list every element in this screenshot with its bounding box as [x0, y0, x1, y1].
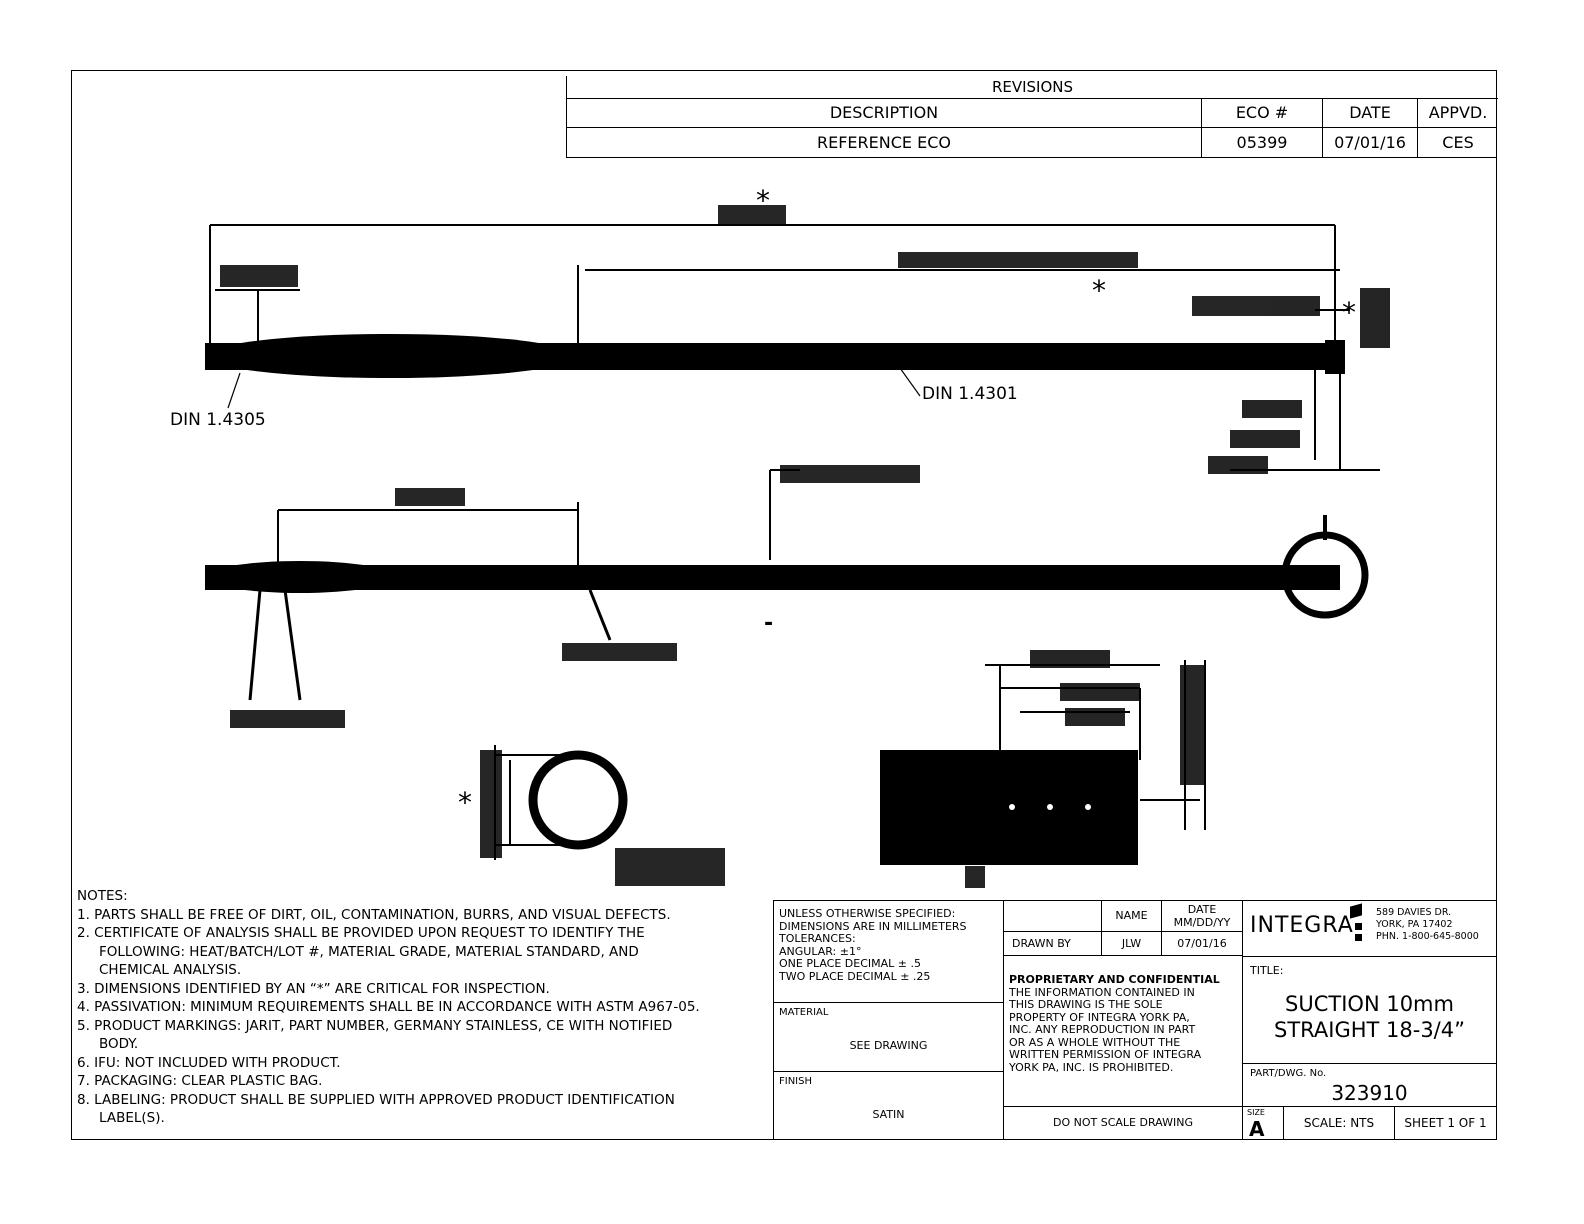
- tolerance-line: DIMENSIONS ARE IN MILLIMETERS: [779, 919, 967, 933]
- drawn-grid-blank: [1003, 900, 1102, 932]
- name-header-cell: NAME: [1101, 900, 1162, 932]
- rev-appvd: CES: [1442, 133, 1474, 152]
- company-cell: INTEGRA 589 DAVIES DR. YORK, PA 17402 PH…: [1242, 900, 1497, 957]
- title-label: TITLE:: [1250, 964, 1284, 977]
- rev-eco: 05399: [1202, 128, 1323, 157]
- material-label: MATERIAL: [779, 1007, 829, 1018]
- logo-dot-icon: [1355, 923, 1362, 930]
- finish-cell: FINISH SATIN: [773, 1071, 1004, 1140]
- date-format: MM/DD/YY: [1173, 915, 1231, 929]
- material-label-din-1-4305: DIN 1.4305: [170, 410, 266, 430]
- proprietary-line: THIS DRAWING IS THE SOLE: [1009, 998, 1163, 1011]
- size-cell: SIZE A: [1242, 1106, 1284, 1141]
- notes-heading: NOTES:: [77, 888, 128, 904]
- size-value: A: [1249, 1117, 1265, 1141]
- date-header-cell: DATE MM/DD/YY: [1161, 900, 1243, 932]
- logo-dot-icon: [1355, 934, 1362, 941]
- rev-header-date: DATE: [1323, 98, 1418, 127]
- proprietary-cell: PROPRIETARY AND CONFIDENTIAL THE INFORMA…: [1003, 955, 1243, 1107]
- revisions-title: REVISIONS: [566, 76, 1498, 99]
- title-cell: TITLE: SUCTION 10mm STRAIGHT 18-3/4”: [1242, 956, 1497, 1064]
- tolerance-line: ONE PLACE DECIMAL ± .5: [779, 957, 922, 970]
- notes-block: NOTES: 1. PARTS SHALL BE FREE OF DIRT, O…: [77, 887, 777, 1128]
- sheet-cell: SHEET 1 OF 1: [1394, 1106, 1497, 1140]
- critical-mark-1: *: [756, 184, 770, 217]
- proprietary-line: PROPERTY OF INTEGRA YORK PA,: [1009, 1010, 1190, 1024]
- drawn-by-name: JLW: [1121, 937, 1142, 950]
- critical-mark-3: *: [1342, 296, 1356, 329]
- note-line: LABEL(S).: [99, 1110, 165, 1126]
- drawn-by-date: 07/01/16: [1177, 937, 1227, 950]
- material-value: SEE DRAWING: [849, 1039, 928, 1052]
- part-label: PART/DWG. No.: [1250, 1068, 1327, 1079]
- drawn-by-date-cell: 07/01/16: [1161, 931, 1243, 956]
- drawing-title-line: SUCTION 10mm: [1285, 992, 1454, 1016]
- sheet-value: SHEET 1 OF 1: [1404, 1116, 1487, 1130]
- do-not-scale: DO NOT SCALE DRAWING: [1053, 1116, 1193, 1129]
- note-line: 3. DIMENSIONS IDENTIFIED BY AN “*” ARE C…: [77, 980, 550, 997]
- note-line: CHEMICAL ANALYSIS.: [99, 962, 242, 978]
- tolerance-line: TOLERANCES:: [779, 932, 856, 945]
- revisions-header-row: DESCRIPTION ECO # DATE APPVD.: [566, 98, 1497, 128]
- address-line: 589 DAVIES DR.: [1376, 907, 1452, 918]
- part-number-cell: PART/DWG. No. 323910: [1242, 1063, 1497, 1107]
- rev-header-appvd: APPVD.: [1428, 103, 1488, 122]
- drawn-by-label-cell: DRAWN BY: [1003, 931, 1102, 956]
- drawing-title-line: STRAIGHT 18-3/4”: [1274, 1018, 1465, 1042]
- tolerance-line: ANGULAR: ±1°: [779, 944, 862, 958]
- revisions-row: REFERENCE ECO 05399 07/01/16 CES: [566, 128, 1497, 158]
- do-not-scale-cell: DO NOT SCALE DRAWING: [1003, 1106, 1243, 1140]
- material-label-din-1-4301: DIN 1.4301: [922, 384, 1018, 404]
- critical-mark-4: *: [458, 786, 472, 819]
- finish-label: FINISH: [779, 1076, 812, 1087]
- proprietary-line: WRITTEN PERMISSION OF INTEGRA: [1009, 1048, 1202, 1061]
- note-line: BODY.: [99, 1036, 139, 1052]
- company-logo: INTEGRA: [1250, 913, 1354, 938]
- proprietary-line: INC. ANY REPRODUCTION IN PART: [1009, 1023, 1196, 1036]
- tolerance-line: UNLESS OTHERWISE SPECIFIED:: [779, 907, 956, 920]
- scale-value: SCALE: NTS: [1303, 1116, 1375, 1130]
- rev-description: REFERENCE ECO: [567, 128, 1202, 157]
- note-line: 7. PACKAGING: CLEAR PLASTIC BAG.: [77, 1073, 323, 1089]
- name-header: NAME: [1115, 909, 1148, 922]
- proprietary-line: OR AS A WHOLE WITHOUT THE: [1009, 1035, 1181, 1049]
- technical-drawing: DIN 1.4305 DIN 1.4301 * * * * -: [170, 184, 1390, 888]
- logo-mark-icon: [1350, 903, 1362, 919]
- rev-header-eco: ECO #: [1202, 98, 1323, 127]
- note-line: 5. PRODUCT MARKINGS: JARIT, PART NUMBER,…: [77, 1017, 673, 1034]
- part-number: 323910: [1331, 1081, 1408, 1105]
- tolerances-cell: UNLESS OTHERWISE SPECIFIED: DIMENSIONS A…: [773, 900, 1004, 1003]
- note-line: 8. LABELING: PRODUCT SHALL BE SUPPLIED W…: [77, 1091, 675, 1108]
- tolerance-line: TWO PLACE DECIMAL ± .25: [779, 969, 931, 983]
- scale-cell: SCALE: NTS: [1283, 1106, 1395, 1140]
- proprietary-heading: PROPRIETARY AND CONFIDENTIAL: [1009, 973, 1220, 986]
- size-label: SIZE: [1247, 1108, 1265, 1117]
- finish-value: SATIN: [872, 1108, 905, 1121]
- note-line: FOLLOWING: HEAT/BATCH/LOT #, MATERIAL GR…: [99, 943, 639, 960]
- address-line: PHN. 1-800-645-8000: [1376, 931, 1479, 942]
- drawn-by-name-cell: JLW: [1101, 931, 1162, 956]
- note-line: 1. PARTS SHALL BE FREE OF DIRT, OIL, CON…: [77, 906, 671, 923]
- note-line: 6. IFU: NOT INCLUDED WITH PRODUCT.: [77, 1054, 341, 1071]
- date-header: DATE: [1187, 903, 1217, 916]
- address-line: YORK, PA 17402: [1376, 919, 1453, 930]
- proprietary-line: YORK PA, INC. IS PROHIBITED.: [1009, 1060, 1174, 1074]
- rev-header-description: DESCRIPTION: [567, 98, 1202, 127]
- note-line: 2. CERTIFICATE OF ANALYSIS SHALL BE PROV…: [77, 925, 645, 941]
- proprietary-line: THE INFORMATION CONTAINED IN: [1009, 985, 1195, 999]
- note-line: 4. PASSIVATION: MINIMUM REQUIREMENTS SHA…: [77, 999, 700, 1015]
- dash-mark: -: [764, 611, 773, 636]
- material-cell: MATERIAL SEE DRAWING: [773, 1002, 1004, 1072]
- critical-mark-2: *: [1092, 274, 1106, 307]
- rev-date: 07/01/16: [1323, 128, 1418, 157]
- drawn-by-label: DRAWN BY: [1012, 937, 1071, 950]
